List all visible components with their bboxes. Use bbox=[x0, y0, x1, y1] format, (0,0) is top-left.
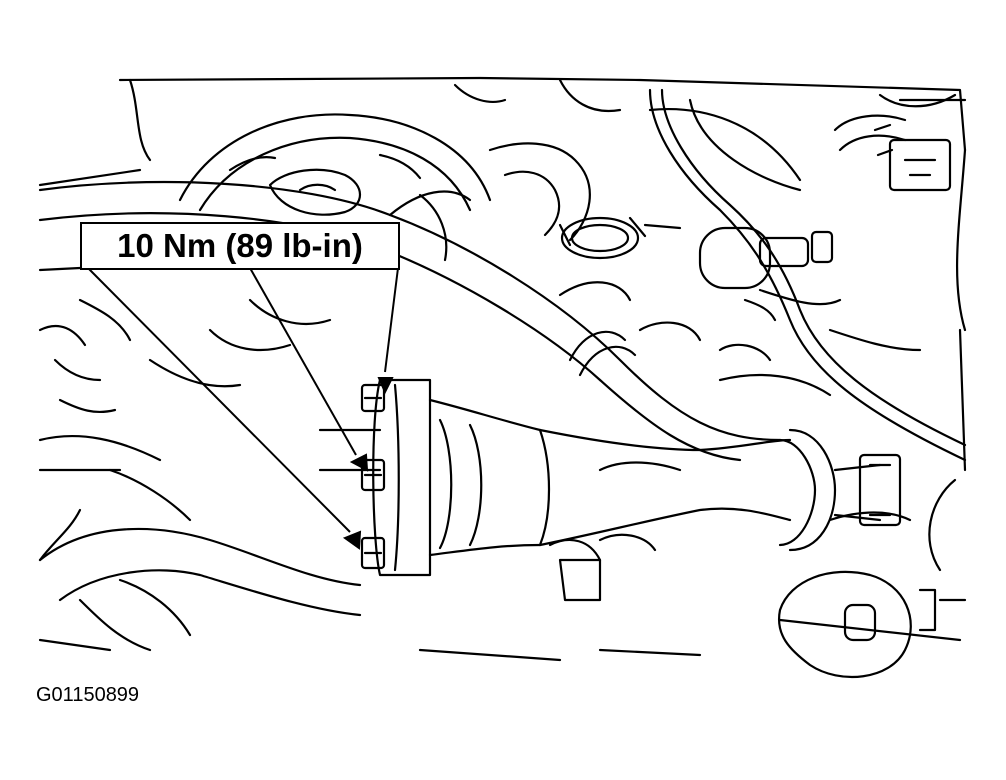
lower-hose bbox=[38, 527, 362, 652]
figure-id: G01150899 bbox=[36, 684, 140, 706]
bracket bbox=[833, 114, 952, 192]
hose-clamps bbox=[548, 321, 772, 602]
torque-label: 10 Nm (89 lb-in) bbox=[117, 227, 363, 264]
radiator-hose bbox=[38, 180, 782, 462]
bolts bbox=[360, 383, 386, 570]
upper-hose bbox=[488, 142, 682, 260]
leader-lines bbox=[87, 267, 399, 550]
vacuum-tube bbox=[648, 88, 967, 462]
torque-callout: 10 Nm (89 lb-in) bbox=[80, 222, 400, 270]
idler-pulley bbox=[777, 570, 937, 679]
background-components bbox=[38, 76, 967, 662]
thermostat-housing bbox=[318, 378, 902, 577]
crank-pulley bbox=[178, 113, 492, 262]
